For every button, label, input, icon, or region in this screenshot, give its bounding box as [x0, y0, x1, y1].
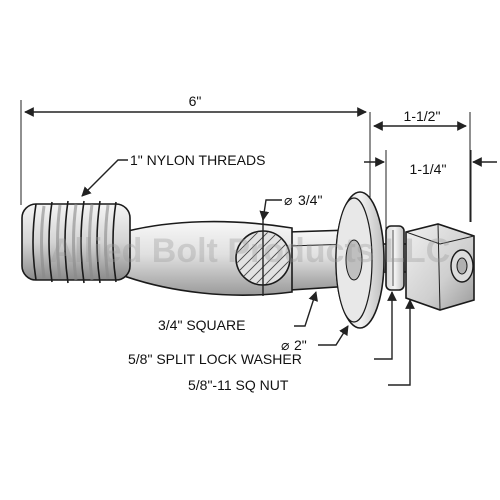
flat-washer	[335, 191, 385, 329]
label-text-washer-diameter: 2"	[294, 337, 307, 353]
diameter-symbol-washer: ⌀	[281, 337, 290, 353]
dimension-overall-length: 6"	[24, 93, 367, 117]
label-text-sq-nut: 5/8"-11 SQ NUT	[188, 377, 289, 393]
dim-text-6in: 6"	[189, 93, 202, 109]
dimension-threaded-end: 1-1/4"	[364, 157, 497, 177]
watermark-text: Allied Bolt Products LLC	[50, 232, 450, 270]
label-text-lock-washer: 5/8" SPLIT LOCK WASHER	[128, 351, 302, 367]
diameter-symbol-square: ⌀	[284, 192, 293, 208]
dim-text-1-1-4: 1-1/4"	[410, 161, 447, 177]
extension-lines	[20, 100, 472, 232]
label-washer-diameter: ⌀ 2"	[281, 325, 349, 353]
square-nut	[405, 223, 475, 311]
dimension-nut-projection: 1-1/2"	[373, 108, 467, 131]
bolt-assembly	[21, 191, 475, 329]
label-text-square-size: 3/4"	[298, 192, 322, 208]
split-lock-washer	[385, 225, 405, 291]
square-section-cut	[235, 218, 291, 296]
dim-text-1-1-2: 1-1/2"	[404, 108, 441, 124]
nylon-threads	[21, 200, 131, 284]
label-text-nylon-threads: 1" NYLON THREADS	[130, 152, 265, 168]
label-nylon-threads: 1" NYLON THREADS	[81, 152, 265, 197]
label-sq-nut: 5/8"-11 SQ NUT	[188, 299, 415, 393]
label-square: 3/4" SQUARE	[158, 291, 318, 333]
label-square-size: ⌀ 3/4"	[259, 192, 322, 221]
label-text-square: 3/4" SQUARE	[158, 317, 245, 333]
label-lock-washer: 5/8" SPLIT LOCK WASHER	[128, 291, 397, 367]
